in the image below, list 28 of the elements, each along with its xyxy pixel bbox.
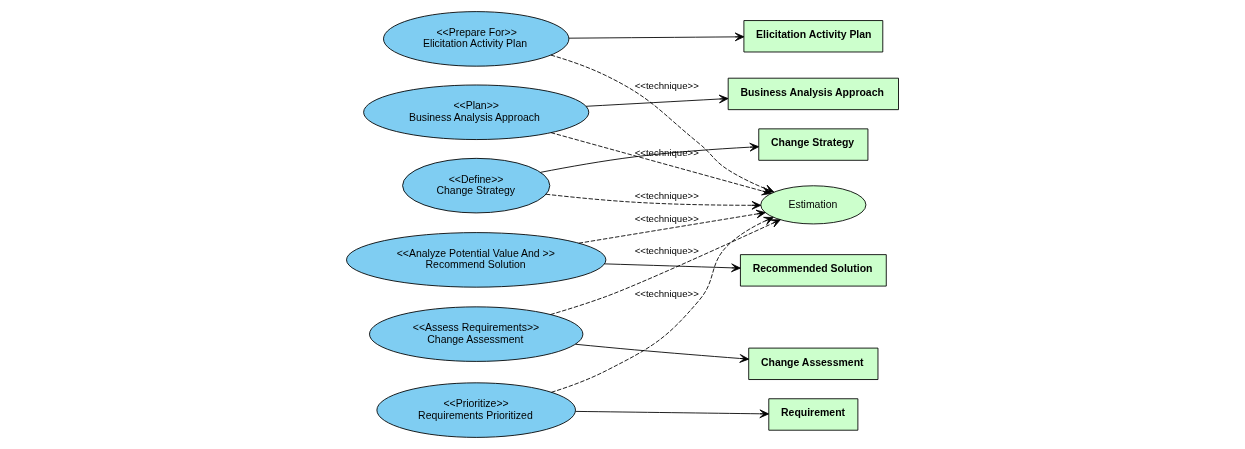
edge-label: <<technique>> (634, 190, 699, 202)
edge-label: <<technique>> (634, 245, 699, 257)
edge-label: <<technique>> (634, 213, 699, 225)
arrow (575, 343, 750, 363)
node-ellipse: <<Assess Requirements>> Change Assessment (369, 306, 584, 362)
arrow (550, 132, 772, 196)
node-ellipse: <<Analyze Potential Value And >> Recommend Solution (346, 232, 607, 288)
arrow (604, 263, 741, 273)
node-box: Requirement (768, 398, 859, 431)
node-box: Change Strategy (758, 128, 869, 161)
arrow (545, 193, 762, 210)
arrow (585, 94, 729, 107)
arrow (575, 409, 770, 419)
arrow (550, 219, 781, 315)
arrow (550, 216, 774, 393)
arrow (540, 142, 760, 173)
edge-label: <<technique>> (634, 80, 699, 92)
arrow (568, 32, 745, 42)
arrow (578, 209, 766, 244)
node-box: Recommended Solution (739, 254, 887, 287)
node-ellipse: <<Prepare For>> Elicitation Activity Plan (383, 11, 570, 67)
node-box: Elicitation Activity Plan (743, 20, 884, 53)
node-box: Change Assessment (748, 347, 879, 380)
node-box: Business Analysis Approach (727, 77, 899, 111)
node-ellipse: <<Define>> Change Strategy (402, 157, 551, 214)
node-ellipse: <<Plan>> Business Analysis Approach (363, 84, 590, 140)
edge-label: <<technique>> (634, 288, 699, 300)
node-ellipse: <<Prioritize>> Requirements Prioritized (376, 382, 576, 438)
